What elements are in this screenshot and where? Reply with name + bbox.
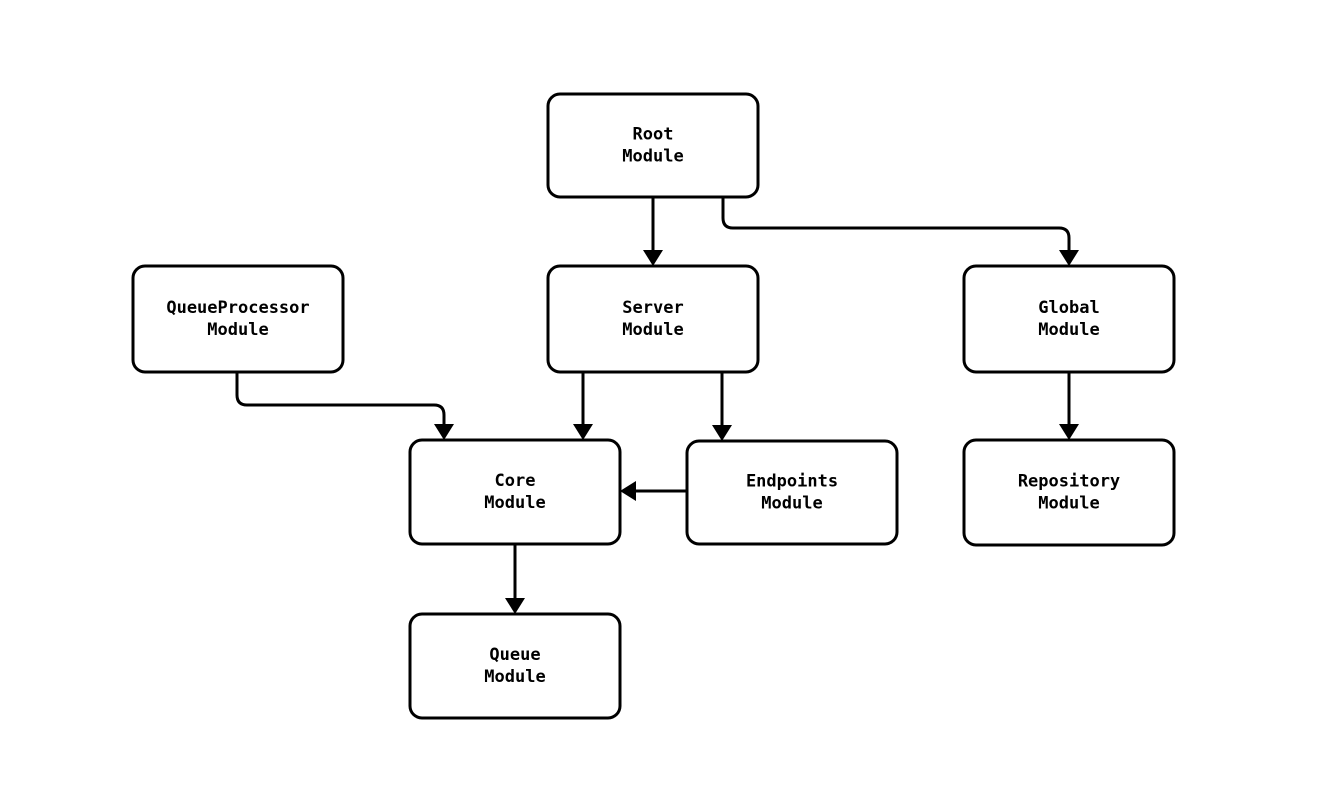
core-module-node-shape[interactable] [408,438,622,546]
global-module-node-shape[interactable] [962,264,1176,374]
global-module-node-label-line2: Module [1038,320,1099,340]
global-module-node-label-line1: Global [1038,298,1099,318]
server-module-node-label-line2: Module [622,320,683,340]
edge-server-to-endpoints-arrowhead-icon [712,425,732,441]
edge-root-to-global [721,197,1079,266]
edge-global-to-repository-arrowhead-icon [1059,424,1079,440]
edge-root-to-global-arrowhead-icon [1059,250,1079,266]
queueprocessor-module-node-shape[interactable] [131,264,345,374]
repository-module-node-shape[interactable] [962,438,1176,547]
edge-server-to-core [573,372,593,440]
nodes-layer: RootModuleQueueProcessorModuleServerModu… [131,92,1176,720]
queueprocessor-module-node-label-line2: Module [207,320,268,340]
edge-core-to-queue [505,544,525,614]
edges-layer [235,197,1079,614]
edge-endpoints-to-core-arrowhead-icon [620,481,636,501]
queue-module-node-shape[interactable] [408,612,622,720]
queueprocessor-module-node-label-line1: QueueProcessor [166,298,309,318]
edge-queueprocessor-to-core [235,372,454,440]
edge-global-to-repository [1059,372,1079,440]
edge-endpoints-to-core [620,481,687,501]
server-module-node-label-line1: Server [622,298,683,318]
endpoints-module-node-shape[interactable] [685,439,899,546]
root-module-node-label-line2: Module [622,147,683,167]
queue-module-node-label-line1: Queue [489,645,540,665]
core-module-node-label-line2: Module [484,493,545,513]
edge-queueprocessor-to-core-line [235,372,446,426]
edge-queueprocessor-to-core-arrowhead-icon [434,424,454,440]
repository-module-node-label-line2: Module [1038,494,1099,514]
edge-root-to-server-arrowhead-icon [643,250,663,266]
root-module-node-shape[interactable] [546,92,760,199]
edge-root-to-global-line [721,197,1071,252]
server-module-node-shape[interactable] [546,264,760,374]
edge-server-to-endpoints [712,372,732,441]
core-module-node-label-line1: Core [495,471,536,491]
root-module-node-label-line1: Root [633,125,674,145]
repository-module-node-label-line1: Repository [1018,472,1120,492]
queue-module-node-label-line2: Module [484,667,545,687]
endpoints-module-node-label-line2: Module [761,494,822,514]
edge-server-to-core-arrowhead-icon [573,424,593,440]
edge-core-to-queue-arrowhead-icon [505,598,525,614]
endpoints-module-node-label-line1: Endpoints [746,472,838,492]
edge-root-to-server [643,197,663,266]
